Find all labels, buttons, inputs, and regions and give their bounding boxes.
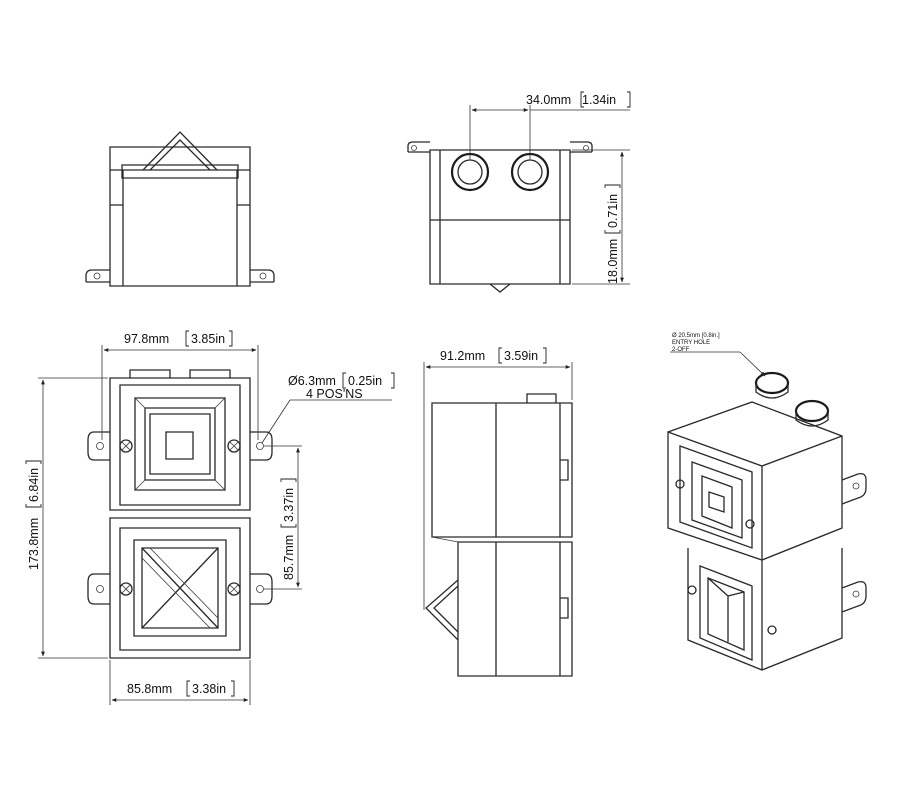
dim-front-height: 173.8mm 6.84in: [25, 377, 108, 659]
entry-hole-label: ENTRY HOLE: [672, 340, 710, 346]
dim-bottom-width: 85.8mm 3.38in: [109, 660, 251, 705]
dim-173-imperial: 6.84in: [27, 468, 41, 502]
dim-85-8-imperial: 3.38in: [192, 682, 226, 696]
dim-173-label: 173.8mm: [27, 518, 41, 570]
mount-hole-label: Ø6.3mm: [288, 374, 336, 388]
end-view-top-right: [407, 141, 593, 293]
dim-hole-spacing: 85.7mm 3.37in: [264, 445, 302, 590]
dim-front-width: 97.8mm 3.85in: [101, 330, 259, 440]
mount-hole-imperial: 0.25in: [348, 374, 382, 388]
callout-mount-hole: Ø6.3mm 0.25in 4 POS'NS: [261, 372, 395, 444]
dim-85-7-label: 85.7mm: [282, 535, 296, 580]
front-view: [87, 369, 273, 659]
dim-97-imperial: 3.85in: [191, 332, 225, 346]
dim-85-7-imperial: 3.37in: [282, 488, 296, 522]
dim-34-label: 34.0mm: [526, 93, 571, 107]
dim-top-hole-spacing: 34.0mm 1.34in: [469, 91, 631, 160]
dim-18-imperial: 0.71in: [606, 194, 620, 228]
dim-top-height: 18.0mm 0.71in: [572, 149, 630, 285]
mount-hole-positions: 4 POS'NS: [306, 387, 363, 401]
side-view-middle: [425, 393, 573, 677]
side-view-top-left: [85, 131, 275, 287]
dim-34-imperial: 1.34in: [582, 93, 616, 107]
dim-85-8-label: 85.8mm: [127, 682, 172, 696]
entry-hole-size: Ø 20.5mm [0.8in.]: [672, 333, 720, 339]
dim-side-width: 91.2mm 3.59in: [423, 347, 573, 610]
entry-hole-count: 2-OFF: [672, 347, 690, 353]
dim-18-label: 18.0mm: [606, 239, 620, 284]
callout-entry-hole: Ø 20.5mm [0.8in.] ENTRY HOLE 2-OFF: [670, 333, 766, 377]
dim-91-imperial: 3.59in: [504, 349, 538, 363]
dim-91-label: 91.2mm: [440, 349, 485, 363]
isometric-view: [667, 371, 867, 671]
dim-97-label: 97.8mm: [124, 332, 169, 346]
